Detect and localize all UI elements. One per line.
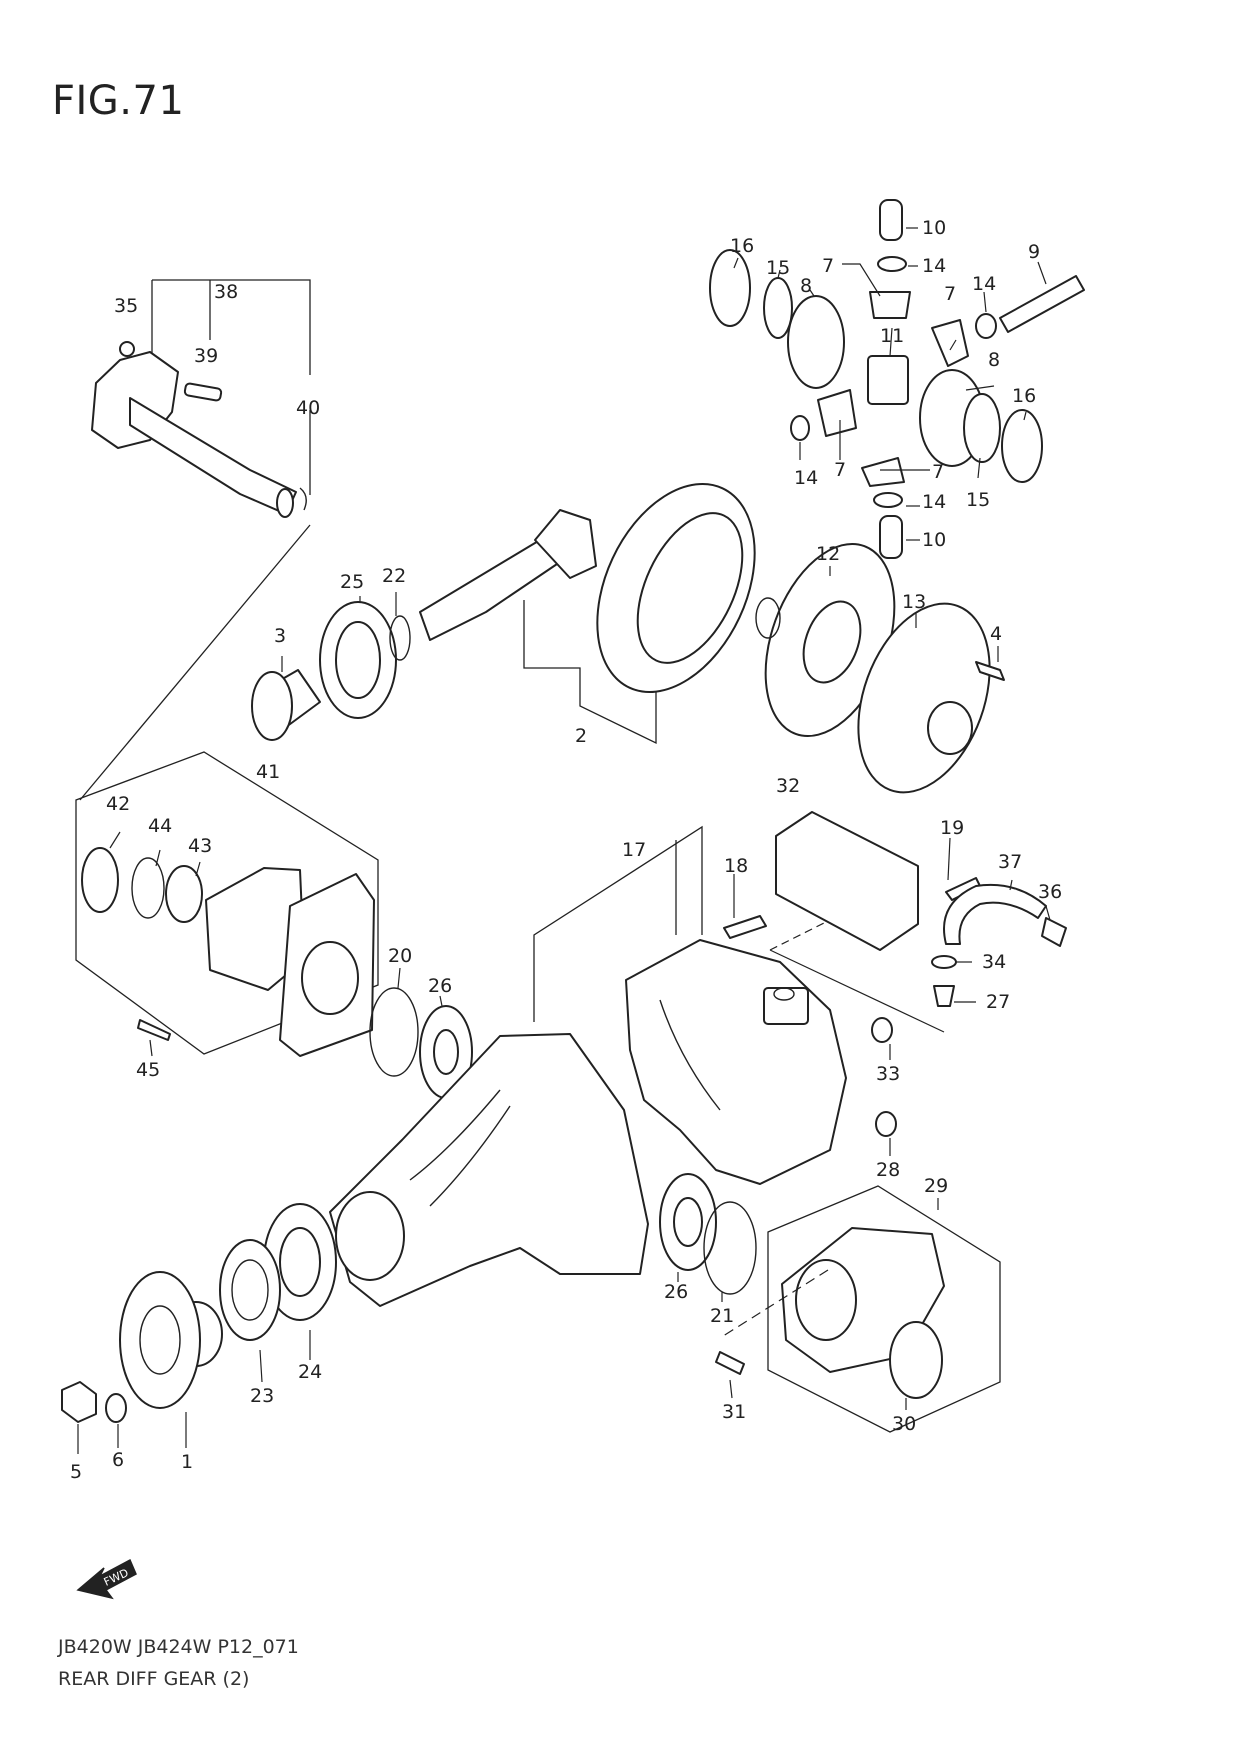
callout-2: 2: [575, 725, 587, 747]
callout-12: 12: [816, 543, 840, 565]
side-bearing-left: [369, 987, 473, 1099]
callout-14-left: 14: [794, 467, 818, 489]
pinion-front-group: [61, 1203, 337, 1423]
group-brackets: [75, 279, 1001, 1433]
plug-33: [871, 1017, 893, 1043]
callout-15-right: 15: [966, 489, 990, 511]
callout-45: 45: [136, 1059, 160, 1081]
callout-labels: 1 2 3 4 5 6 7 7 7 7 8 8 9 10 10 11 12 13…: [70, 217, 1062, 1483]
callout-15-left: 15: [766, 257, 790, 279]
callout-7-top: 7: [822, 255, 834, 277]
bolt-4: [975, 661, 1005, 681]
callout-16-right: 16: [1012, 385, 1036, 407]
callout-1: 1: [181, 1451, 193, 1473]
callout-8-left: 8: [800, 275, 812, 297]
differential-cover: [857, 602, 991, 794]
axle-shaft-assembly: [91, 341, 307, 518]
callout-5: 5: [70, 1461, 82, 1483]
callout-18: 18: [724, 855, 748, 877]
fwd-arrow-label: FWD: [102, 1566, 131, 1589]
callout-38: 38: [214, 281, 238, 303]
figure-code: JB420W JB424W P12_071: [58, 1636, 299, 1658]
callout-23: 23: [250, 1385, 274, 1407]
callout-26-left: 26: [428, 975, 452, 997]
callout-13: 13: [902, 591, 926, 613]
callout-30: 30: [892, 1413, 916, 1435]
pinion-bearing-group: [251, 601, 411, 741]
callout-4: 4: [990, 623, 1002, 645]
extension-housing: [81, 847, 375, 1057]
callout-22: 22: [382, 565, 406, 587]
differential-case: [755, 542, 896, 738]
callout-10-top: 10: [922, 217, 946, 239]
leader-lines: [77, 227, 1051, 1454]
callout-28: 28: [876, 1159, 900, 1181]
callout-25: 25: [340, 571, 364, 593]
differential-carrier-housing: [329, 1033, 649, 1307]
spider-gear-set: [709, 199, 1085, 559]
callout-14-right: 14: [972, 273, 996, 295]
callout-43: 43: [188, 835, 212, 857]
callout-10-bottom: 10: [922, 529, 946, 551]
carrier-upper-case: [625, 939, 847, 1185]
callout-29: 29: [924, 1175, 948, 1197]
plug-28: [875, 1111, 897, 1137]
callout-8-right: 8: [988, 349, 1000, 371]
callout-42: 42: [106, 793, 130, 815]
figure-title: FIG.71: [52, 78, 185, 124]
callout-16-left: 16: [730, 235, 754, 257]
callout-7-right: 7: [944, 283, 956, 305]
callout-32: 32: [776, 775, 800, 797]
callout-7-bottom: 7: [932, 461, 944, 483]
callout-37: 37: [998, 851, 1022, 873]
callout-35: 35: [114, 295, 138, 317]
callout-27: 27: [986, 991, 1010, 1013]
callout-39: 39: [194, 345, 218, 367]
callout-40: 40: [296, 397, 320, 419]
callout-3: 3: [274, 625, 286, 647]
callout-41: 41: [256, 761, 280, 783]
callout-36: 36: [1038, 881, 1062, 903]
mounting-bracket: [723, 811, 919, 951]
callout-21: 21: [710, 1305, 734, 1327]
callout-44: 44: [148, 815, 172, 837]
callout-9: 9: [1028, 241, 1040, 263]
callout-24: 24: [298, 1361, 322, 1383]
figure-name: REAR DIFF GEAR (2): [58, 1668, 250, 1690]
callout-11: 11: [880, 325, 904, 347]
side-retainer: [715, 1227, 945, 1399]
callout-34: 34: [982, 951, 1006, 973]
callout-26-right: 26: [664, 1281, 688, 1303]
callout-7-left: 7: [834, 459, 846, 481]
callout-19: 19: [940, 817, 964, 839]
drive-pinion: [419, 509, 597, 641]
fwd-arrow-icon: FWD: [76, 1558, 137, 1600]
callout-6: 6: [112, 1449, 124, 1471]
callout-17: 17: [622, 839, 646, 861]
side-bearing-right: [659, 1173, 757, 1295]
callout-14-bottom: 14: [922, 491, 946, 513]
callout-20: 20: [388, 945, 412, 967]
callout-33: 33: [876, 1063, 900, 1085]
callout-14-top: 14: [922, 255, 946, 277]
ring-gear: [596, 483, 756, 693]
callout-31: 31: [722, 1401, 746, 1423]
